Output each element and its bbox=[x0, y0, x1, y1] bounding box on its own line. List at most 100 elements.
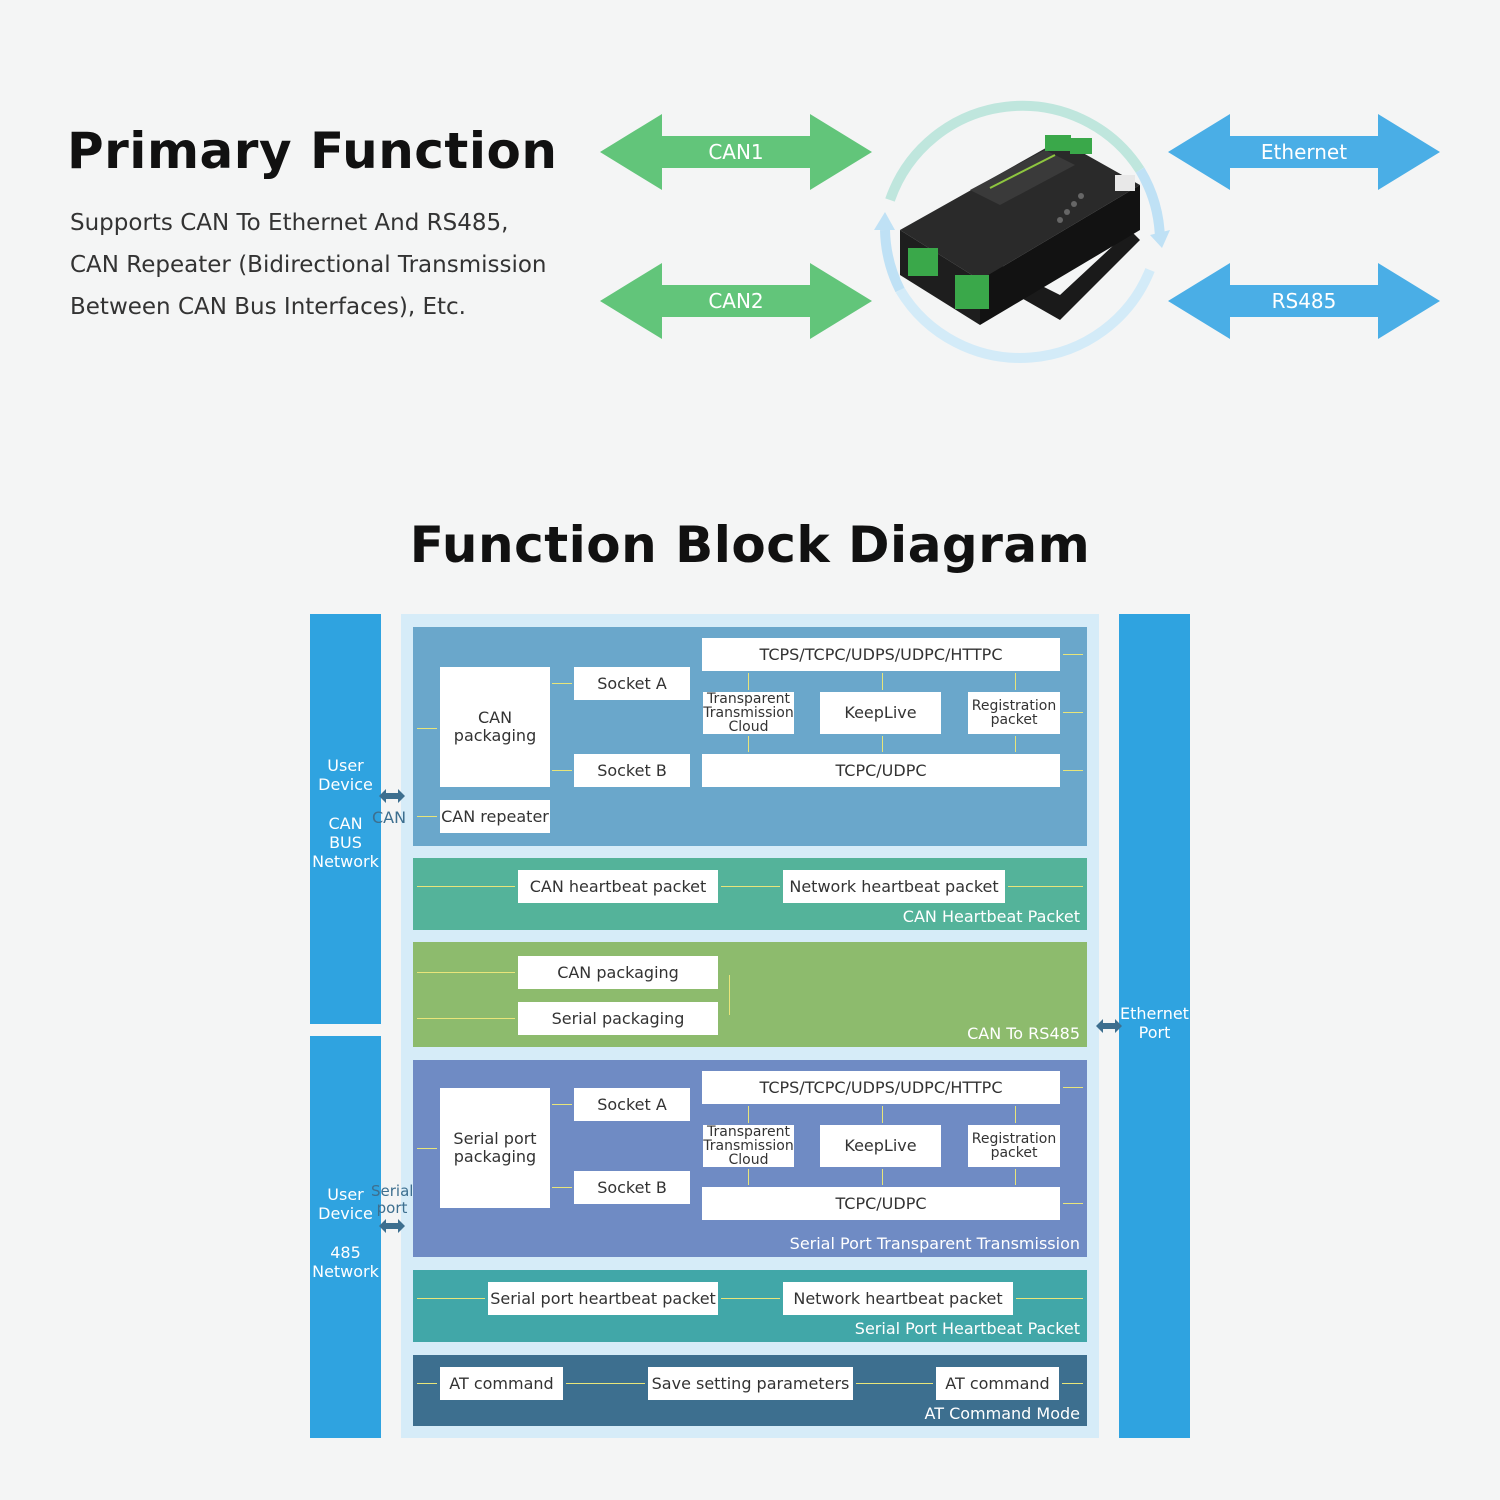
connector bbox=[1063, 712, 1083, 713]
can-tcpc-udpc-box: TCPC/UDPC bbox=[702, 754, 1060, 787]
connector bbox=[1063, 770, 1083, 771]
serial-text: Serial bbox=[371, 1182, 414, 1200]
connector bbox=[552, 770, 572, 771]
serial-interface-arrow bbox=[379, 1219, 405, 1233]
primary-function-title: Primary Function bbox=[67, 122, 558, 180]
at-command-box-1: AT command bbox=[440, 1367, 563, 1400]
serial-transparent-label: Serial Port Transparent Transmission bbox=[789, 1234, 1080, 1253]
rs485-network-text: Network bbox=[312, 1262, 379, 1281]
port-small-text: port bbox=[376, 1199, 408, 1217]
rs485-device-text: Device bbox=[318, 1204, 373, 1223]
can-heartbeat-label: CAN Heartbeat Packet bbox=[902, 907, 1080, 926]
can-interface-arrow bbox=[379, 789, 405, 803]
save-parameters-box: Save setting parameters bbox=[648, 1367, 853, 1400]
can-registration-box: Registration packet bbox=[968, 692, 1060, 734]
connector bbox=[1063, 654, 1083, 655]
ethernet-interface-arrow bbox=[1096, 1019, 1122, 1033]
desc-line-2: CAN Repeater (Bidirectional Transmission bbox=[70, 252, 547, 278]
can485-can-packaging-box: CAN packaging bbox=[518, 956, 718, 989]
primary-function-description: Supports CAN To Ethernet And RS485, CAN … bbox=[70, 202, 570, 328]
connector bbox=[748, 736, 749, 752]
can-keeplive-box: KeepLive bbox=[820, 692, 941, 734]
desc-line-3: Between CAN Bus Interfaces), Etc. bbox=[70, 294, 466, 320]
port-text: Port bbox=[1138, 1023, 1171, 1042]
connector bbox=[417, 1018, 515, 1019]
connector bbox=[417, 886, 515, 887]
connector bbox=[1015, 673, 1016, 690]
can-transparent-cloud-box: Transparent Transmission Cloud bbox=[703, 691, 794, 735]
device-image bbox=[874, 100, 1170, 363]
connector bbox=[552, 683, 572, 684]
rs485-text: 485 bbox=[330, 1243, 361, 1262]
serial-transparent-cloud-box: Transparent Transmission Cloud bbox=[703, 1124, 794, 1168]
can-user-text: User bbox=[327, 756, 364, 775]
can2-arrow bbox=[600, 263, 872, 339]
can-device-text: Device bbox=[318, 775, 373, 794]
serial-socket-a-box: Socket A bbox=[574, 1088, 690, 1121]
connector bbox=[1063, 1203, 1083, 1204]
connector bbox=[748, 673, 749, 690]
can-interface-label: CAN bbox=[372, 808, 407, 827]
rs485-user-device-bar bbox=[310, 1036, 381, 1438]
connector bbox=[882, 1169, 883, 1185]
can1-arrow bbox=[600, 114, 872, 190]
can-packaging-box: CAN packaging bbox=[440, 667, 550, 787]
serial-socket-b-box: Socket B bbox=[574, 1171, 690, 1204]
can-heartbeat-box: CAN heartbeat packet bbox=[518, 870, 718, 903]
serial-keeplive-box: KeepLive bbox=[820, 1125, 941, 1167]
connector bbox=[417, 1383, 437, 1384]
connector bbox=[882, 736, 883, 752]
connector bbox=[882, 673, 883, 690]
can-to-rs485-label: CAN To RS485 bbox=[967, 1024, 1080, 1043]
can-repeater-box: CAN repeater bbox=[440, 800, 550, 833]
connector bbox=[721, 1298, 780, 1299]
can-bus-text-2: BUS bbox=[329, 833, 362, 852]
rs485-label: RS485 bbox=[1271, 289, 1337, 313]
desc-line-1: Supports CAN To Ethernet And RS485, bbox=[70, 210, 509, 236]
connector bbox=[748, 1106, 749, 1123]
ethernet-label: Ethernet bbox=[1260, 140, 1348, 164]
can-socket-a-box: Socket A bbox=[574, 667, 690, 700]
rs485-arrow bbox=[1168, 263, 1440, 339]
connector bbox=[566, 1383, 645, 1384]
connector bbox=[729, 975, 730, 1015]
at-command-box-2: AT command bbox=[936, 1367, 1059, 1400]
rs485-user-text: User bbox=[327, 1185, 364, 1204]
ethernet-port-bar bbox=[1119, 614, 1190, 1438]
can-network-heartbeat-box: Network heartbeat packet bbox=[783, 870, 1005, 903]
connector bbox=[417, 816, 437, 817]
connector bbox=[1015, 736, 1016, 752]
connector bbox=[417, 1148, 437, 1149]
serial-tcpc-udpc-box: TCPC/UDPC bbox=[702, 1187, 1060, 1220]
can-network-text: Network bbox=[312, 852, 379, 871]
can2-label: CAN2 bbox=[708, 289, 764, 313]
serial-packaging-box: Serial port packaging bbox=[440, 1088, 550, 1208]
connector bbox=[1015, 1169, 1016, 1185]
serial-network-heartbeat-box: Network heartbeat packet bbox=[783, 1282, 1013, 1315]
ethernet-port-label: Ethernet Port bbox=[1119, 1004, 1190, 1042]
can1-label: CAN1 bbox=[708, 140, 764, 164]
connector bbox=[417, 972, 515, 973]
serial-protocols-box: TCPS/TCPC/UDPS/UDPC/HTTPC bbox=[702, 1071, 1060, 1104]
can-bus-text-1: CAN bbox=[328, 814, 363, 833]
connector bbox=[417, 728, 437, 729]
serial-registration-box: Registration packet bbox=[968, 1125, 1060, 1167]
connector bbox=[1062, 1383, 1083, 1384]
connector bbox=[1016, 1298, 1083, 1299]
connector bbox=[1015, 1106, 1016, 1123]
can485-serial-packaging-box: Serial packaging bbox=[518, 1002, 718, 1035]
connector bbox=[417, 1298, 485, 1299]
can-user-device-label: User Device CAN BUS Network bbox=[310, 756, 381, 871]
connector bbox=[856, 1383, 933, 1384]
serial-heartbeat-label: Serial Port Heartbeat Packet bbox=[854, 1319, 1080, 1338]
connector bbox=[721, 886, 780, 887]
ethernet-arrow bbox=[1168, 114, 1440, 190]
at-command-label: AT Command Mode bbox=[924, 1404, 1080, 1423]
rs485-user-device-label: User Device 485 Network bbox=[310, 1185, 381, 1281]
connector bbox=[1008, 886, 1083, 887]
can-user-device-bar bbox=[310, 614, 381, 1024]
connector bbox=[1063, 1087, 1083, 1088]
ethernet-text: Ethernet bbox=[1120, 1004, 1189, 1023]
connector bbox=[552, 1104, 572, 1105]
connector bbox=[882, 1106, 883, 1123]
